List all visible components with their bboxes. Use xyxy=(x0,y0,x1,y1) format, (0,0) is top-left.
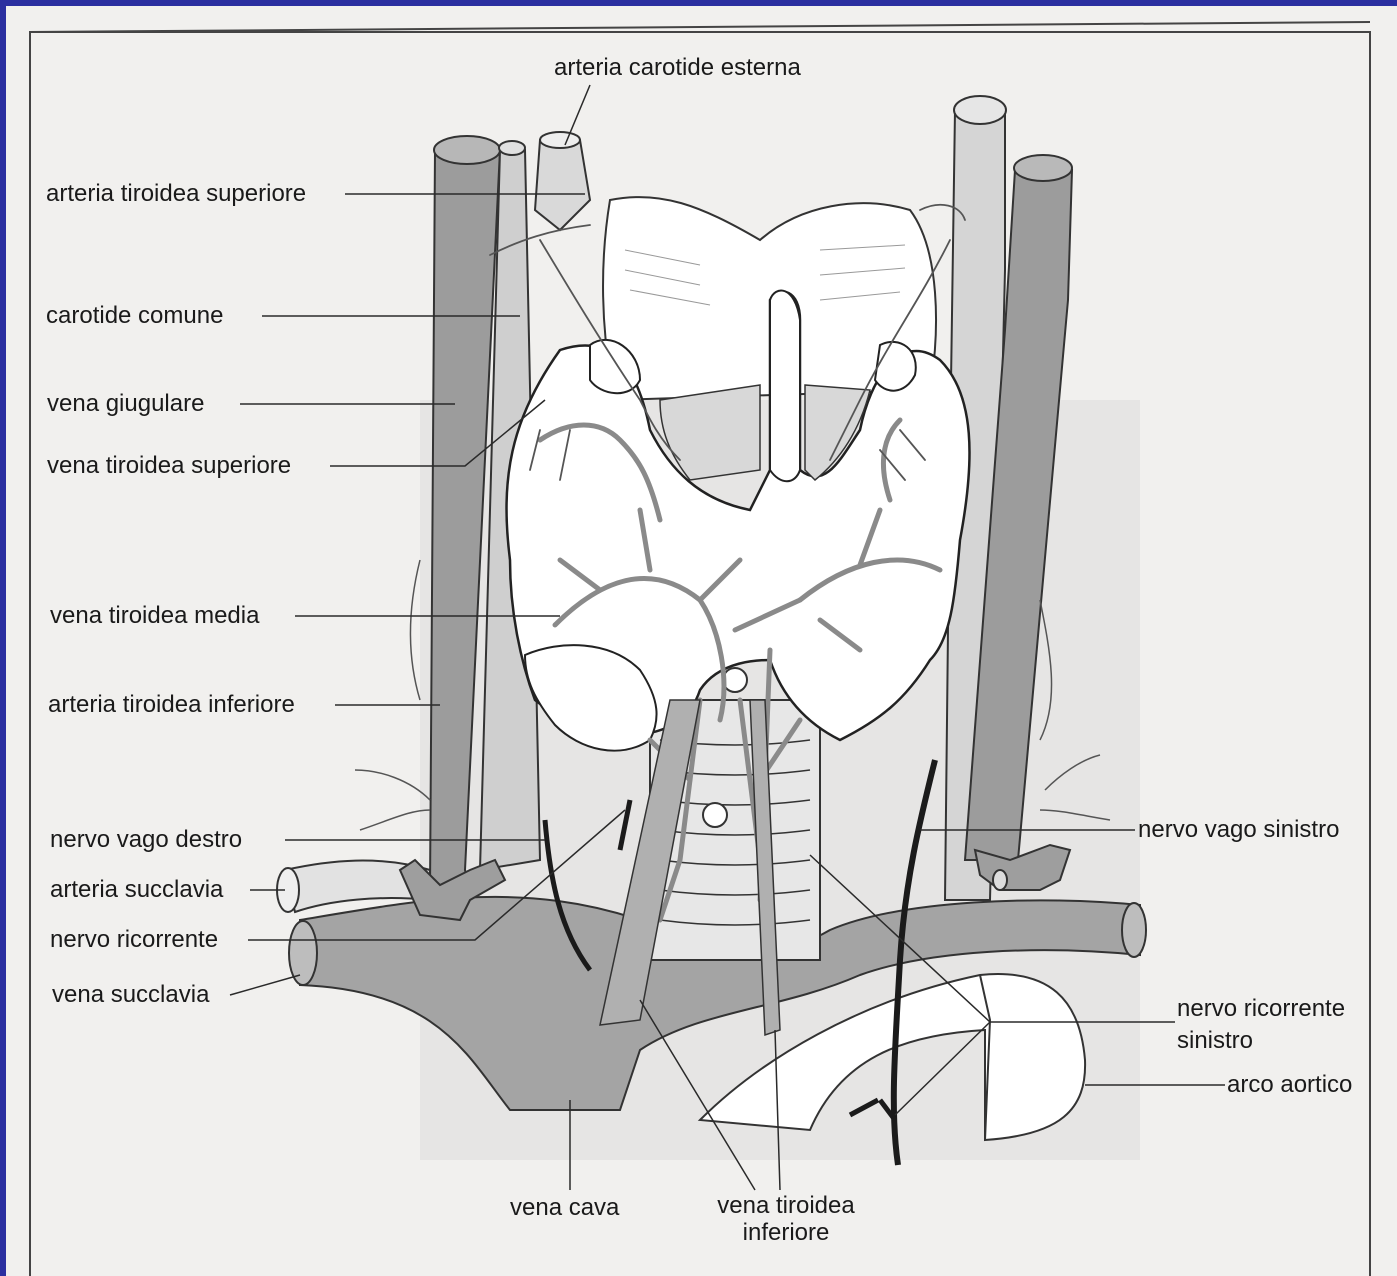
external-carotid-shape xyxy=(535,140,590,230)
label-arteria-tiroidea-inferiore: arteria tiroidea inferiore xyxy=(48,691,295,719)
right-jugular-top xyxy=(434,136,500,164)
left-jugular-vein-top xyxy=(954,96,1006,124)
trachea-nodule-upper xyxy=(723,668,747,692)
label-vena-giugulare: vena giugulare xyxy=(47,390,204,418)
page-top-rule xyxy=(30,22,1370,32)
left-carotid-top xyxy=(1014,155,1072,181)
right-subclavian-vein-end xyxy=(289,921,317,985)
label-nervo-vago-destro: nervo vago destro xyxy=(50,826,242,854)
leader-vena-succlavia xyxy=(230,975,300,995)
label-nervo-ricorrente-sinistro-line2: sinistro xyxy=(1177,1027,1253,1055)
label-carotide-comune: carotide comune xyxy=(46,302,223,330)
label-vena-succlavia: vena succlavia xyxy=(52,981,209,1009)
right-carotid-top xyxy=(499,141,525,155)
label-arco-aortico: arco aortico xyxy=(1227,1071,1352,1099)
trachea-nodule-lower xyxy=(703,803,727,827)
external-carotid-top xyxy=(540,132,580,148)
label-nervo-ricorrente-sinistro-line1: nervo ricorrente xyxy=(1177,995,1345,1023)
pyramidal-lobe xyxy=(770,290,800,481)
left-subclavian-vein-end xyxy=(1122,903,1146,957)
label-vena-cava: vena cava xyxy=(510,1194,619,1222)
label-vena-tiroidea-media: vena tiroidea media xyxy=(50,602,259,630)
label-nervo-vago-sinistro: nervo vago sinistro xyxy=(1138,816,1339,844)
label-arteria-tiroidea-superiore: arteria tiroidea superiore xyxy=(46,180,306,208)
label-vena-tiroidea-inferiore-line1: vena tiroidea xyxy=(706,1192,866,1220)
label-vena-tiroidea-inferiore-line2: inferiore xyxy=(706,1219,866,1247)
label-arteria-succlavia: arteria succlavia xyxy=(50,876,223,904)
diagram-page: arteria carotide esterna arteria tiroide… xyxy=(6,6,1397,1276)
label-nervo-ricorrente: nervo ricorrente xyxy=(50,926,218,954)
label-arteria-carotide-esterna: arteria carotide esterna xyxy=(554,54,801,82)
left-superior-pole xyxy=(875,342,916,391)
left-vertebral-end xyxy=(993,870,1007,890)
label-vena-tiroidea-superiore: vena tiroidea superiore xyxy=(47,452,291,480)
